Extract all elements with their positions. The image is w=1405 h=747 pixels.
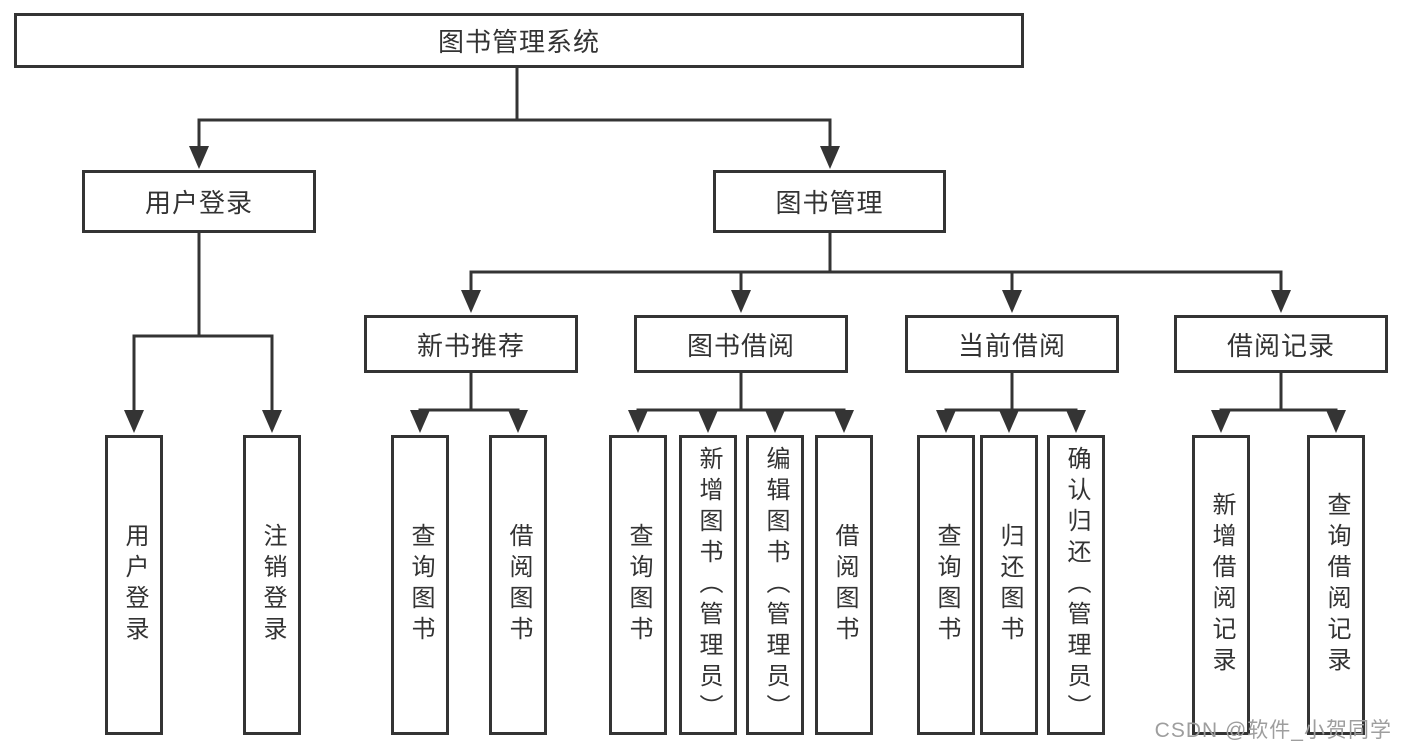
leaf-return-book: 归还图书 bbox=[980, 435, 1038, 735]
arrow-leaf-3-3 bbox=[765, 410, 785, 433]
arrow-l3-1 bbox=[461, 290, 481, 313]
leaf-confirm-return-admin: 确认归还（管理员） bbox=[1047, 435, 1105, 735]
leaf-query-borrow-record: 查询借阅记录 bbox=[1307, 435, 1365, 735]
arrow-leaf-4-3 bbox=[1066, 410, 1086, 433]
arrow-l3-3 bbox=[1002, 290, 1022, 313]
arrow-leaf-5-2 bbox=[1326, 410, 1346, 433]
node-user-login: 用户登录 bbox=[82, 170, 316, 233]
arrow-user-login bbox=[189, 146, 209, 169]
node-new-book-recommend: 新书推荐 bbox=[364, 315, 578, 373]
arrow-leaf-2-2 bbox=[508, 410, 528, 433]
node-root: 图书管理系统 bbox=[14, 13, 1024, 68]
leaf-edit-book-admin: 编辑图书（管理员） bbox=[746, 435, 804, 735]
arrow-l3-4 bbox=[1271, 290, 1291, 313]
leaf-add-borrow-record: 新增借阅记录 bbox=[1192, 435, 1250, 735]
arrow-leaf-1-2 bbox=[262, 410, 282, 433]
node-borrow-record: 借阅记录 bbox=[1174, 315, 1388, 373]
leaf-query-book-borrow: 查询图书 bbox=[609, 435, 667, 735]
arrow-leaf-4-2 bbox=[999, 410, 1019, 433]
leaf-logout: 注销登录 bbox=[243, 435, 301, 735]
csdn-watermark: CSDN @软件_小贺同学 bbox=[1154, 719, 1392, 742]
leaf-add-book-admin: 新增图书（管理员） bbox=[679, 435, 737, 735]
leaf-query-book-current: 查询图书 bbox=[917, 435, 975, 735]
leaf-query-book-recommend: 查询图书 bbox=[391, 435, 449, 735]
arrow-leaf-1-1 bbox=[124, 410, 144, 433]
arrowheads bbox=[124, 146, 1346, 433]
arrow-leaf-3-1 bbox=[628, 410, 648, 433]
arrow-leaf-3-2 bbox=[698, 410, 718, 433]
arrow-leaf-4-1 bbox=[936, 410, 956, 433]
arrow-leaf-2-1 bbox=[410, 410, 430, 433]
arrow-leaf-3-4 bbox=[834, 410, 854, 433]
leaf-user-login: 用户登录 bbox=[105, 435, 163, 735]
node-book-management: 图书管理 bbox=[713, 170, 946, 233]
arrow-l3-2 bbox=[731, 290, 751, 313]
arrow-leaf-5-1 bbox=[1211, 410, 1231, 433]
node-book-borrow: 图书借阅 bbox=[634, 315, 848, 373]
leaf-borrow-book: 借阅图书 bbox=[815, 435, 873, 735]
node-current-borrow: 当前借阅 bbox=[905, 315, 1119, 373]
arrow-book-mgmt bbox=[820, 146, 840, 169]
leaf-borrow-book-recommend: 借阅图书 bbox=[489, 435, 547, 735]
